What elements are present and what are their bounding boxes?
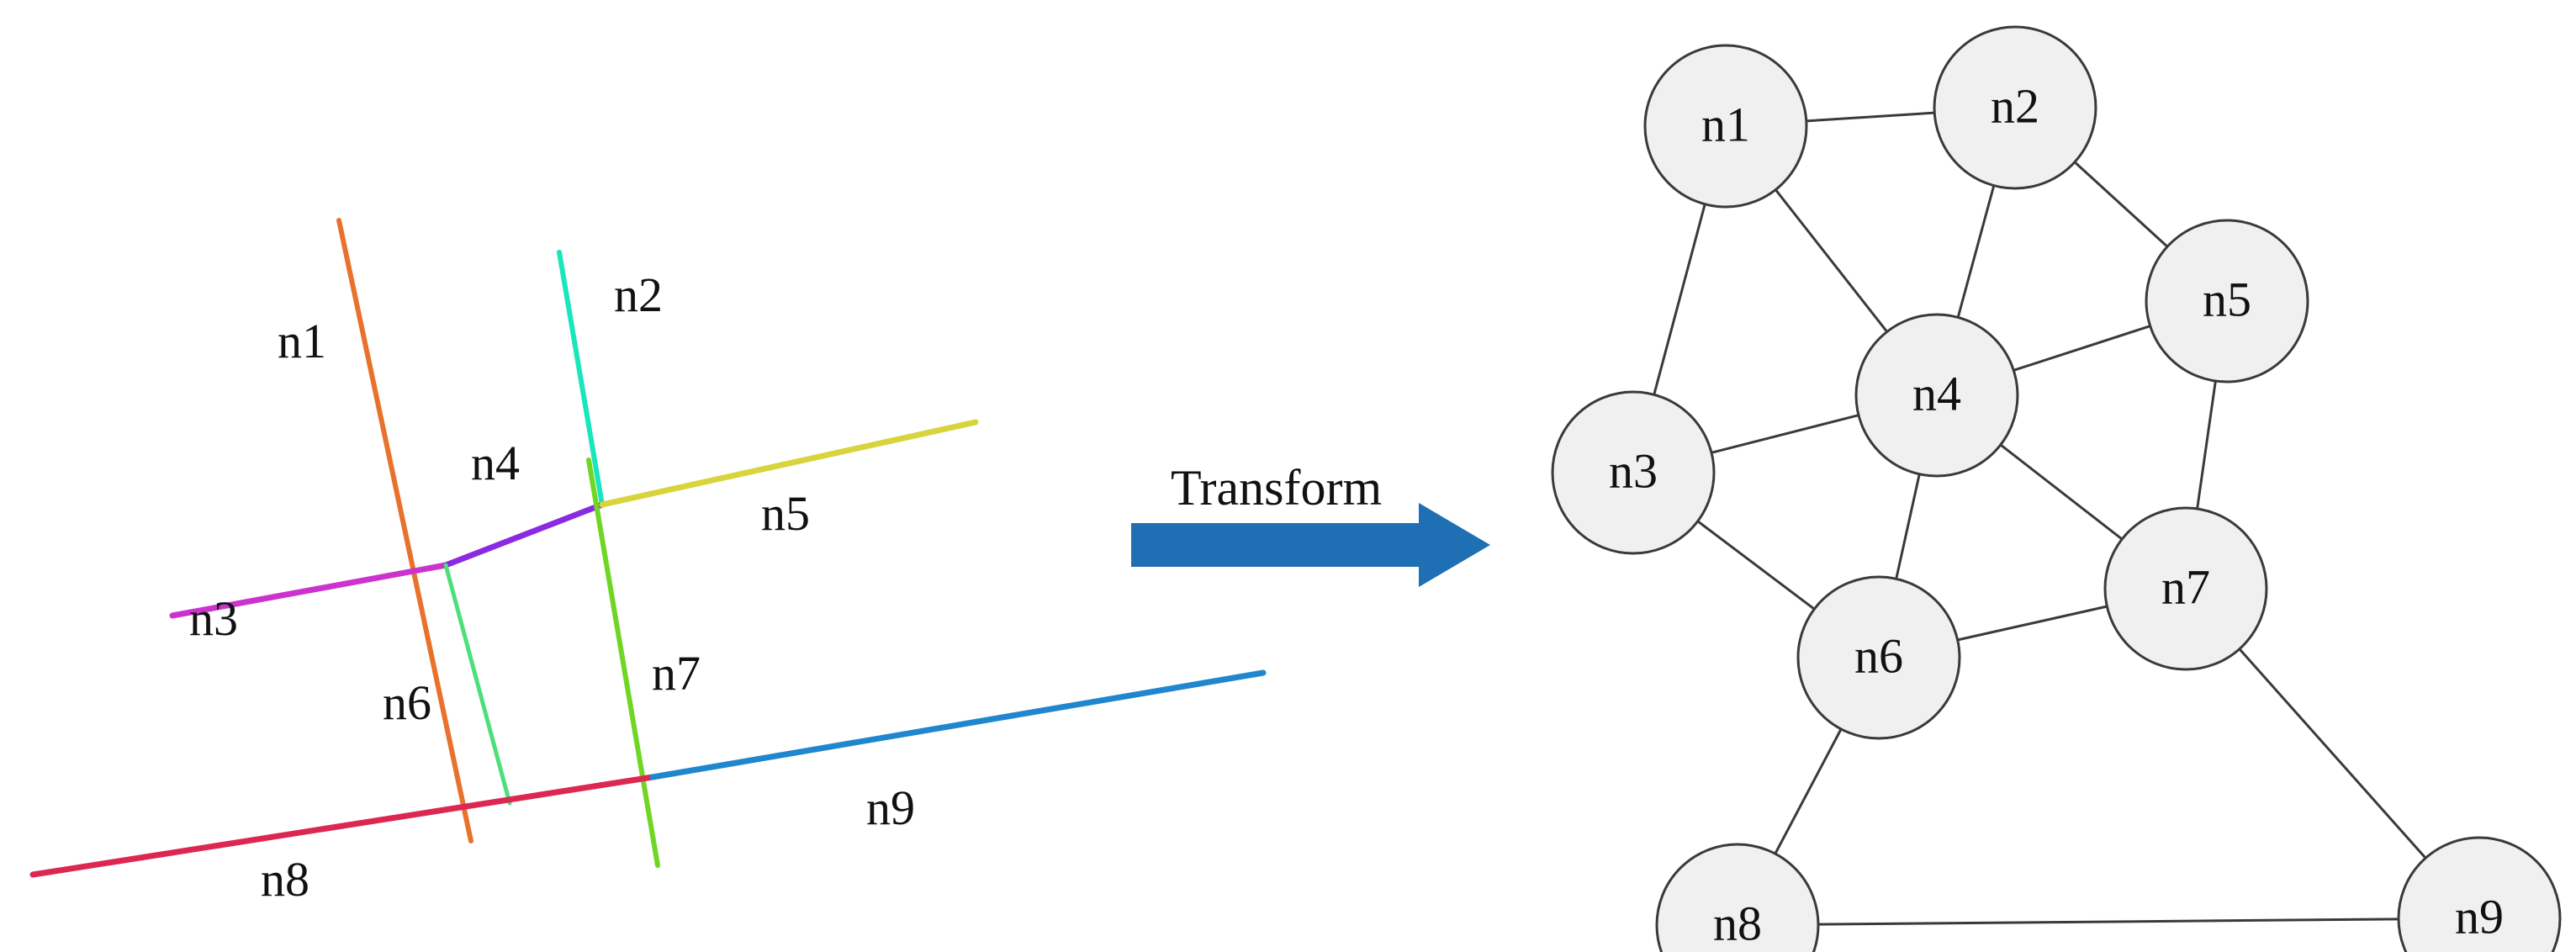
arrangement-label-n3: n3: [189, 591, 238, 646]
arrangement-line-n1: [336, 218, 473, 844]
graph-edge-n6-n8: [1773, 727, 1843, 856]
graph-node-label-n7: n7: [2161, 559, 2210, 614]
graph-node-circle-n1[interactable]: [1643, 44, 1808, 209]
graph-node-label-n2: n2: [1991, 78, 2039, 133]
arrangement-line-n4: [442, 501, 606, 569]
arrangement-line-n3: [169, 562, 449, 619]
graph-edge-n5-n7: [2195, 378, 2218, 511]
graph-edge-n7-n9: [2237, 647, 2428, 860]
graph-node-circle-n5[interactable]: [2145, 219, 2309, 383]
graph-node-n2[interactable]: n2: [1933, 25, 2097, 190]
graph-edge-n1-n4: [1773, 188, 1890, 334]
graph-node-circle-n4[interactable]: [1854, 313, 2019, 478]
transform-label: Transform: [1171, 460, 1382, 516]
graph-node-n8[interactable]: n8: [1655, 843, 1820, 952]
graph-node-label-n5: n5: [2203, 272, 2251, 326]
graph-node-label-n9: n9: [2455, 889, 2504, 944]
graph-edge-n4-n5: [2011, 324, 2153, 373]
arrangement-label-n4: n4: [471, 436, 520, 490]
graph-edge-n3-n4: [1709, 413, 1861, 455]
arrangement-label-n2: n2: [614, 267, 663, 322]
arrangement-label-n1: n1: [278, 314, 326, 368]
graph-node-n5[interactable]: n5: [2145, 219, 2309, 383]
arrangement-line-n9: [649, 669, 1267, 780]
graph-node-circle-n8[interactable]: [1655, 843, 1820, 952]
graph-edge-n4-n6: [1894, 472, 1922, 581]
graph-edge-n3-n6: [1695, 519, 1817, 611]
graph-node-circle-n6[interactable]: [1796, 575, 1961, 740]
arrangement-line-n5: [599, 419, 979, 508]
graph-node-circle-n3[interactable]: [1551, 390, 1716, 555]
arrangement-label-n5: n5: [761, 486, 810, 541]
graph-edge-n2-n4: [1956, 183, 1996, 320]
graph-edge-n8-n9: [1816, 918, 2401, 926]
right-arrow-icon: [1131, 503, 1490, 587]
graph-edge-n1-n2: [1804, 111, 1937, 123]
graph-node-n3[interactable]: n3: [1551, 390, 1716, 555]
arrangement-label-n9: n9: [866, 780, 915, 835]
graph-node-n6[interactable]: n6: [1796, 575, 1961, 740]
arrangement-line-n8: [29, 774, 656, 878]
arrangement-line-n7: [586, 457, 660, 868]
graph-node-n9[interactable]: n9: [2397, 836, 2562, 952]
graph-node-circle-n7[interactable]: [2103, 506, 2268, 671]
graph-node-label-n1: n1: [1701, 97, 1750, 151]
graph-node-label-n6: n6: [1854, 628, 1903, 683]
graph-edge-n1-n3: [1652, 202, 1707, 397]
graph-node-n4[interactable]: n4: [1854, 313, 2019, 478]
graph-node-label-n4: n4: [1912, 366, 1961, 420]
arrangement-label-n6: n6: [383, 675, 431, 730]
graph-node-circle-n9[interactable]: [2397, 836, 2562, 952]
graph-node-circle-n2[interactable]: [1933, 25, 2097, 190]
graph-edge-n4-n7: [1998, 442, 2124, 542]
arrangement-line-n2: [557, 250, 605, 507]
arrangement-label-n8: n8: [261, 852, 309, 907]
graph-node-label-n8: n8: [1713, 896, 1762, 950]
graph-edge-n2-n5: [2072, 160, 2170, 249]
graph-edge-n6-n7: [1955, 605, 2109, 642]
arrangement-line-n6: [443, 563, 512, 806]
arrangement-label-n7: n7: [652, 646, 701, 701]
graph-node-n7[interactable]: n7: [2103, 506, 2268, 671]
graph-node-label-n3: n3: [1609, 443, 1658, 498]
graph-node-n1[interactable]: n1: [1643, 44, 1808, 209]
